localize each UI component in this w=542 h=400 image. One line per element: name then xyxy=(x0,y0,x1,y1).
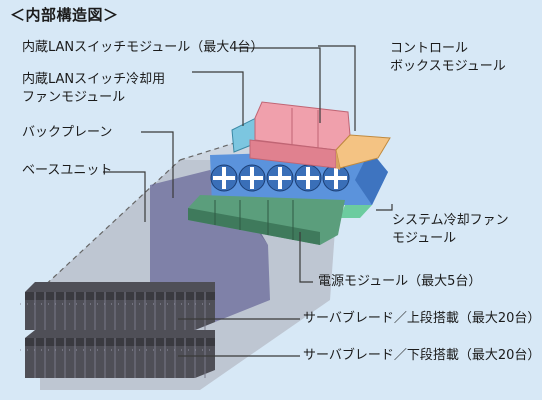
label-power-module: 電源モジュール（最大5台） xyxy=(318,274,482,289)
leader-backplane xyxy=(141,131,174,198)
label-base-unit: ベースユニット xyxy=(22,163,113,178)
leader-control-box xyxy=(318,45,356,131)
label-lan-cooling-fan-line2: ファンモジュール xyxy=(22,90,126,105)
fan-icon xyxy=(322,164,350,192)
power-modules xyxy=(188,195,345,245)
server-blades-upper xyxy=(20,282,215,330)
leader-system-cooling xyxy=(376,204,393,211)
label-server-blade-upper: サーバブレード／上段搭載（最大20台） xyxy=(303,311,541,326)
control-box-module xyxy=(335,134,391,170)
label-system-cooling-fan-line1: システム冷却ファン xyxy=(392,213,509,228)
fan-icon xyxy=(266,164,294,192)
fan-icon xyxy=(238,164,266,192)
leader-lines xyxy=(103,45,393,357)
lan-switch-modules xyxy=(249,101,351,169)
label-control-box-line2: ボックスモジュール xyxy=(390,59,506,74)
leader-lan-cooling xyxy=(192,71,244,126)
label-system-cooling-fan-line2: モジュール xyxy=(392,231,457,246)
leader-base-unit xyxy=(103,171,146,222)
fan-icon xyxy=(210,164,238,192)
label-backplane: バックプレーン xyxy=(22,125,113,140)
server-blades-lower xyxy=(20,330,215,378)
diagram-title: ＜内部構造図＞ xyxy=(10,6,119,24)
label-lan-cooling-fan: 内蔵LANスイッチ冷却用 ファンモジュール xyxy=(22,71,165,107)
label-system-cooling-fan: システム冷却ファン モジュール xyxy=(392,212,509,248)
label-control-box-line1: コントロール xyxy=(390,41,469,56)
leader-lan-switch xyxy=(236,47,321,123)
label-server-blade-lower: サーバブレード／下段搭載（最大20台） xyxy=(303,348,541,363)
leader-power-module xyxy=(299,232,313,283)
label-lan-switch-module: 内蔵LANスイッチモジュール（最大4台） xyxy=(22,40,264,55)
label-lan-cooling-fan-line1: 内蔵LANスイッチ冷却用 xyxy=(22,72,166,87)
label-control-box: コントロール ボックスモジュール xyxy=(390,40,506,76)
fan-icon xyxy=(294,164,322,192)
